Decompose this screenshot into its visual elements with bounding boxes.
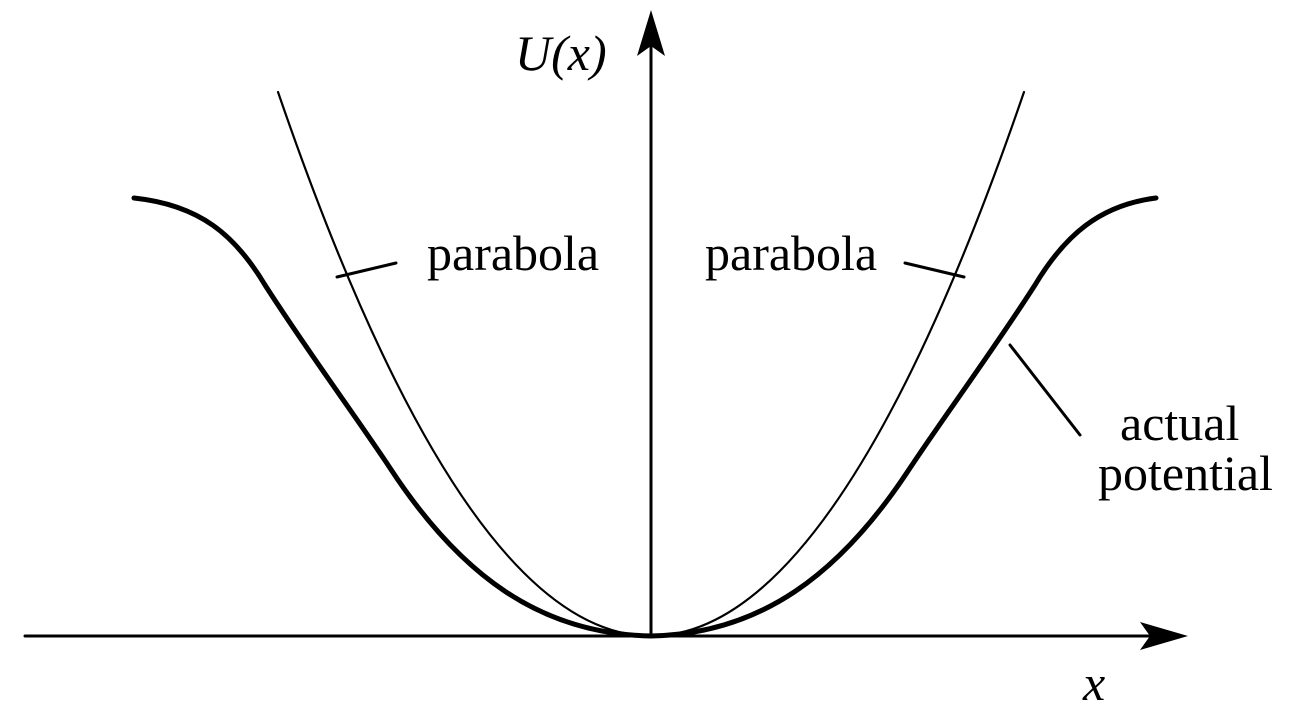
y-axis-arrowhead	[637, 10, 665, 56]
parabola-right-label: parabola	[705, 225, 877, 281]
x-axis-label: x	[1082, 655, 1105, 711]
actual-potential-label-line1: actual	[1120, 395, 1239, 451]
x-axis-arrowhead	[1140, 622, 1188, 650]
parabola-right-leader	[903, 261, 966, 279]
parabola-left-leader	[335, 261, 398, 279]
y-axis-label: U(x)	[515, 25, 607, 81]
actual-potential-label-line2: potential	[1098, 445, 1273, 501]
parabola-left-label: parabola	[427, 225, 599, 281]
actual-potential-curve	[131, 195, 1159, 639]
actual-potential-leader	[1008, 343, 1082, 437]
